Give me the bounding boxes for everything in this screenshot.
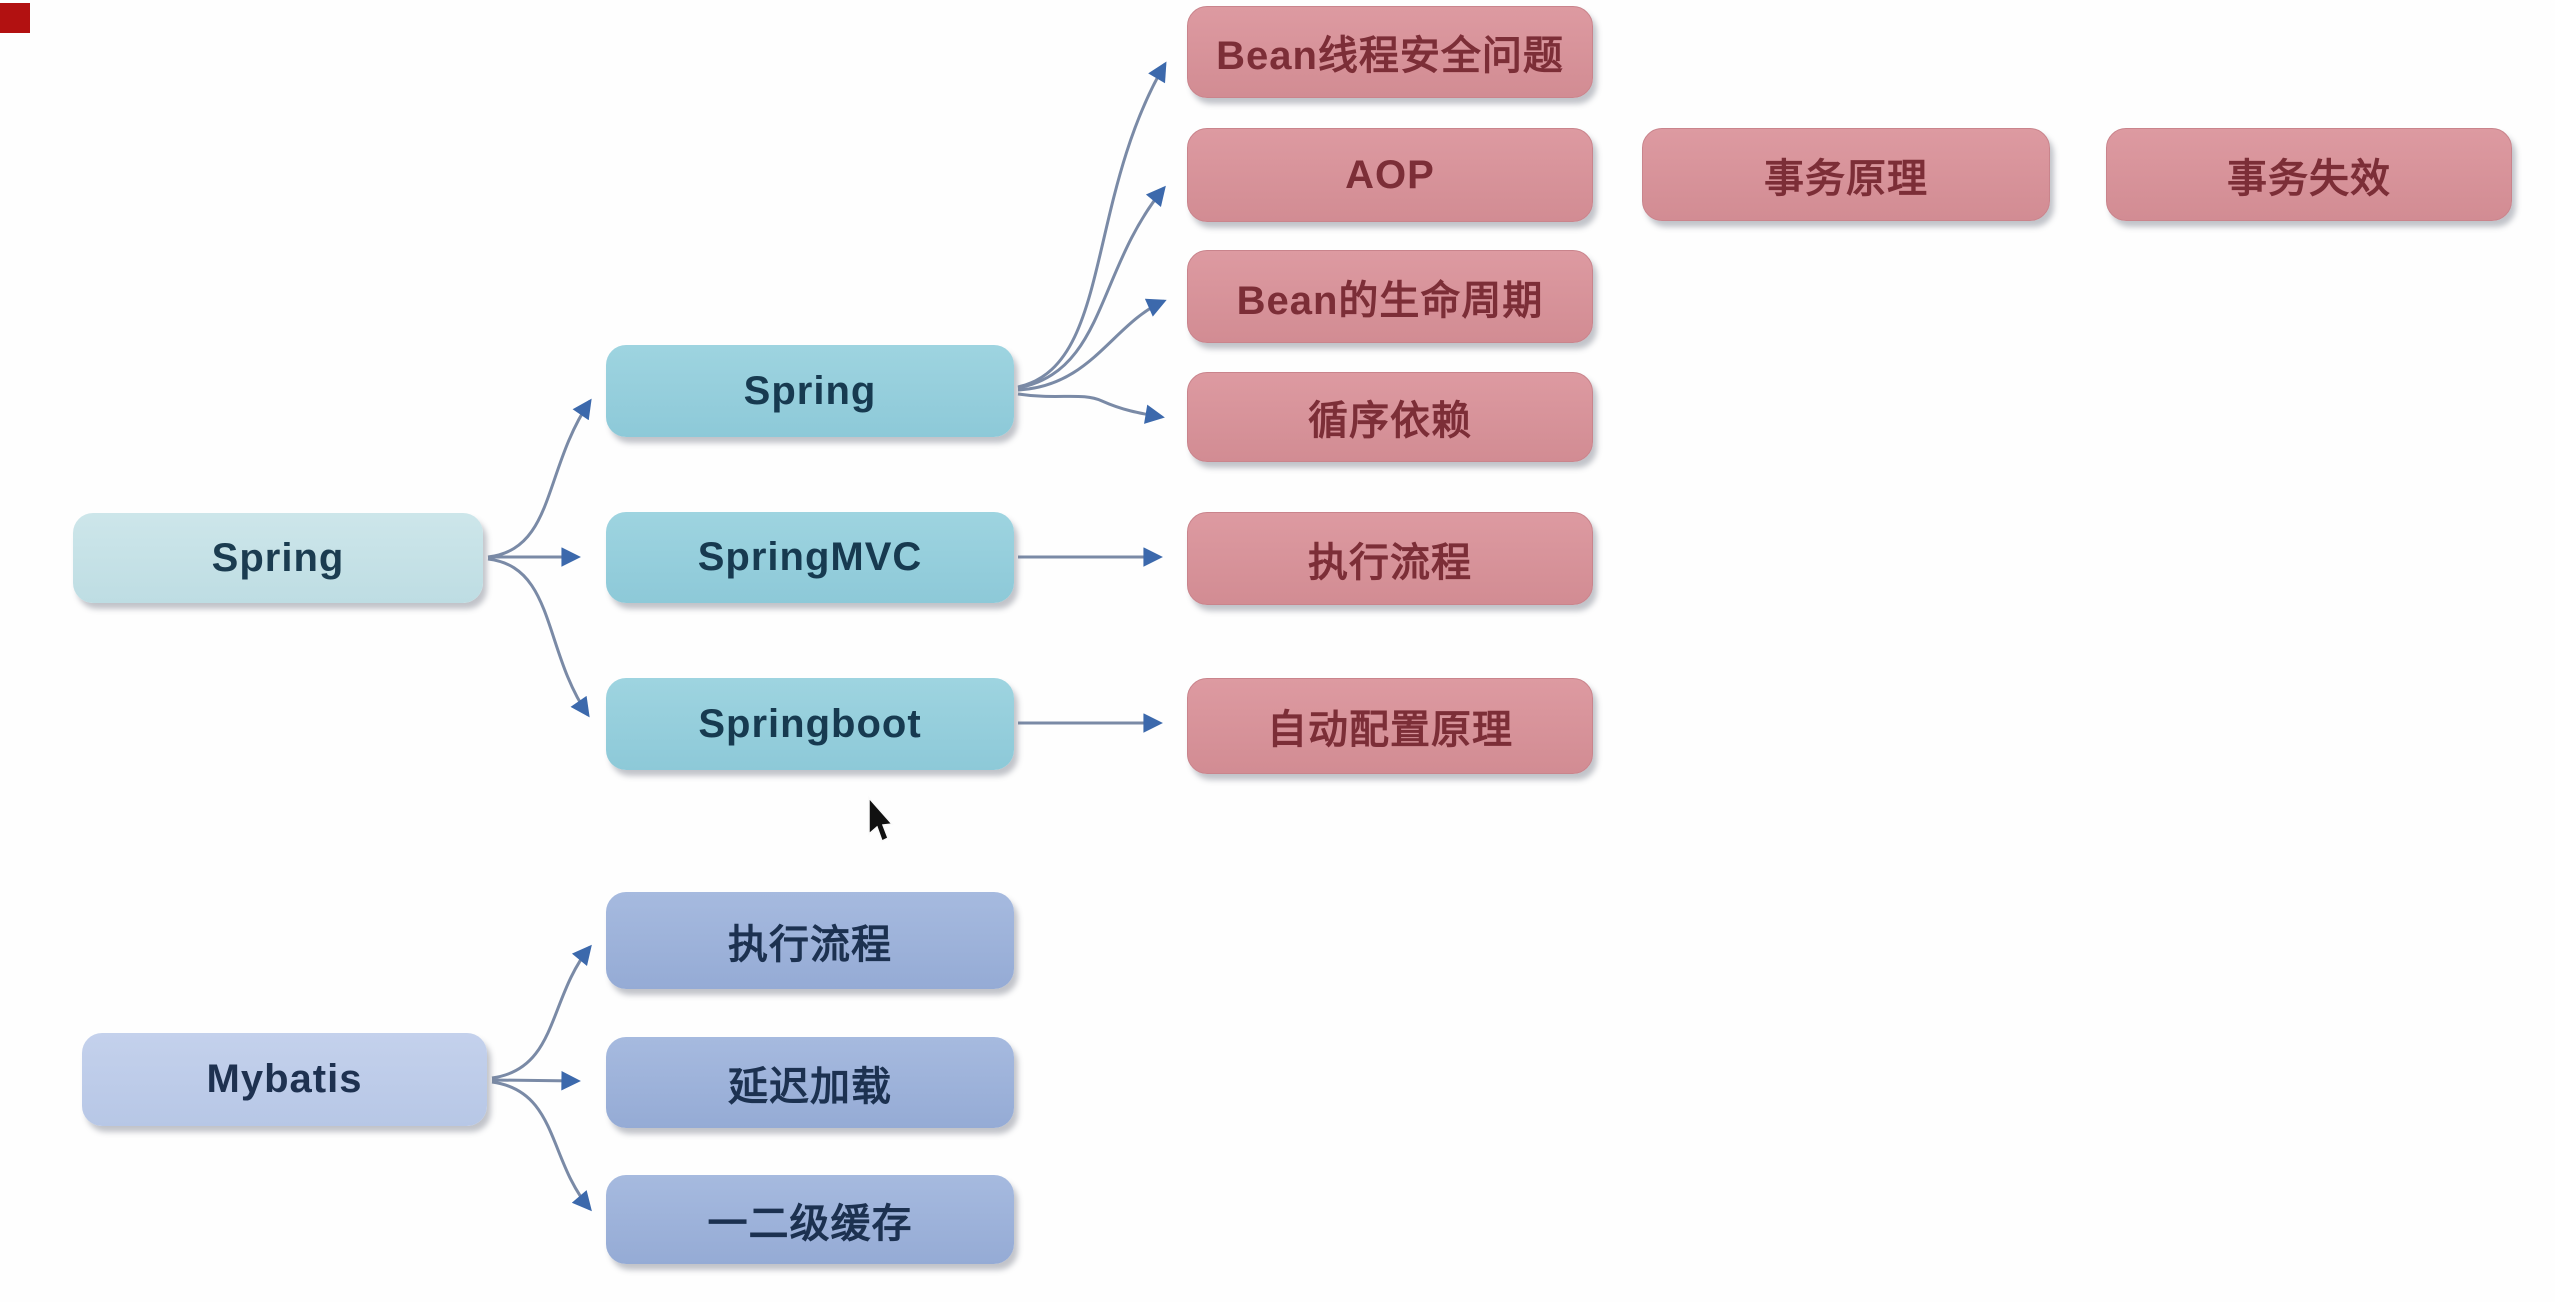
node-label: 执行流程: [728, 922, 892, 967]
node-l1-l2-cache[interactable]: 一二级缓存: [606, 1175, 1014, 1264]
node-mybatis[interactable]: Mybatis: [82, 1033, 487, 1126]
recording-indicator-icon: [0, 3, 30, 33]
node-label: Mybatis: [206, 1057, 363, 1101]
edge-mybatis-cache: [491, 1080, 592, 1212]
node-label: 执行流程: [1308, 540, 1472, 585]
node-transaction-failure[interactable]: 事务失效: [2106, 128, 2512, 221]
edge-springroot-springboot: [487, 557, 590, 718]
node-label: 一二级缓存: [707, 1201, 913, 1246]
node-label: Bean线程安全问题: [1216, 34, 1564, 78]
node-label: 事务原理: [1764, 156, 1928, 201]
node-label: 循序依赖: [1308, 399, 1472, 443]
node-label: Spring: [211, 535, 345, 580]
node-label: Springboot: [698, 701, 922, 746]
node-label: 延迟加载: [728, 1064, 892, 1109]
node-mvc-execution-flow[interactable]: 执行流程: [1187, 512, 1593, 605]
node-lazy-loading[interactable]: 延迟加载: [606, 1037, 1014, 1128]
node-label: 事务失效: [2227, 156, 2391, 201]
node-aop[interactable]: AOP: [1187, 128, 1593, 222]
node-circular-dependency[interactable]: 循序依赖: [1187, 372, 1593, 462]
edge-spring-beanthread: [1017, 61, 1167, 389]
edge-mybatis-lazy: [491, 1071, 581, 1091]
node-spring-root[interactable]: Spring: [73, 513, 483, 603]
edge-spring-aop: [1017, 185, 1166, 390]
edge-spring-circulardep: [1017, 392, 1165, 424]
node-label: SpringMVC: [697, 535, 923, 579]
node-bean-thread-safety[interactable]: Bean线程安全问题: [1187, 6, 1593, 98]
edge-springroot-spring: [487, 398, 592, 559]
node-label: AOP: [1345, 152, 1435, 197]
node-springmvc[interactable]: SpringMVC: [606, 512, 1014, 603]
cursor-icon: [868, 796, 894, 843]
node-label: Spring: [743, 368, 877, 413]
node-auto-configuration[interactable]: 自动配置原理: [1187, 678, 1593, 774]
node-springboot[interactable]: Springboot: [606, 678, 1014, 770]
edge-spring-beanlifecycle: [1017, 298, 1167, 392]
node-label: 自动配置原理: [1267, 708, 1513, 752]
node-spring[interactable]: Spring: [606, 345, 1014, 437]
node-mybatis-execution-flow[interactable]: 执行流程: [606, 892, 1014, 989]
node-transaction-principle[interactable]: 事务原理: [1642, 128, 2050, 221]
node-bean-lifecycle[interactable]: Bean的生命周期: [1187, 250, 1593, 343]
edge-mybatis-flow: [491, 944, 592, 1080]
node-label: Bean的生命周期: [1236, 278, 1544, 323]
